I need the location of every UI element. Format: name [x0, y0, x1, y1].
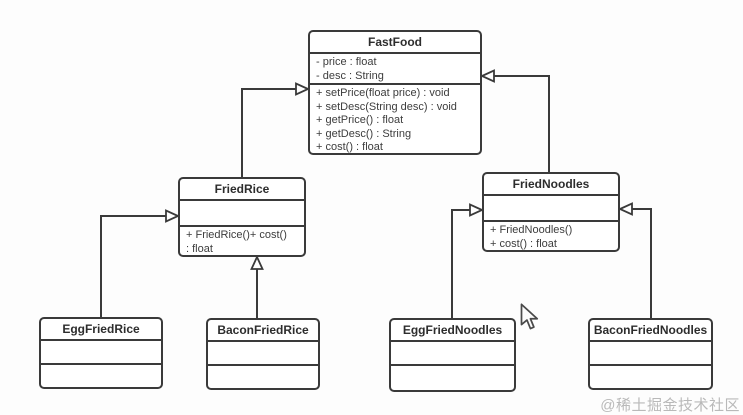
methods-compartment [590, 366, 711, 388]
attribute: - desc : String [316, 69, 384, 82]
methods-compartment [208, 366, 318, 388]
watermark-text: @稀土掘金技术社区 [600, 397, 740, 414]
mouse-cursor-icon [520, 303, 539, 330]
connector-friednoodles-fastfood [494, 75, 550, 173]
class-box-fastfood[interactable]: FastFood - price : float - desc : String… [308, 30, 482, 155]
class-name: FriedNoodles [484, 174, 618, 196]
method: + setDesc(String desc) : void [316, 100, 457, 113]
attributes-compartment [391, 342, 514, 366]
attributes-compartment [208, 342, 318, 366]
method: + cost() : float [490, 237, 557, 250]
method: + getDesc() : String [316, 127, 412, 140]
methods-compartment: + FriedNoodles() + cost() : float [484, 222, 618, 250]
method: : float [186, 242, 213, 255]
attributes-compartment: - price : float - desc : String [310, 54, 480, 85]
attribute: - price : float [316, 56, 377, 68]
method: + setPrice(float price) : void [316, 87, 450, 99]
class-name: BaconFriedRice [208, 320, 318, 342]
class-name: FastFood [310, 32, 480, 54]
class-box-friednoodles[interactable]: FriedNoodles + FriedNoodles() + cost() :… [482, 172, 620, 252]
attributes-compartment [590, 342, 711, 366]
connector-eggfriednoodles-friednoodles [451, 209, 470, 319]
generalization-arrow-icon [165, 209, 181, 223]
attributes-compartment [484, 196, 618, 222]
generalization-arrow-icon [295, 82, 311, 96]
connector-eggfriedrice-friedrice [100, 215, 166, 318]
method: + getPrice() : float [316, 114, 404, 126]
class-name: FriedRice [180, 179, 304, 201]
generalization-arrow-icon [469, 203, 485, 217]
method: + FriedNoodles() [490, 224, 573, 236]
methods-compartment [391, 366, 514, 390]
class-name: EggFriedRice [41, 319, 161, 341]
methods-compartment: + setPrice(float price) : void + setDesc… [310, 85, 480, 153]
generalization-arrow-icon [617, 202, 633, 216]
attributes-compartment [180, 201, 304, 227]
method: + FriedRice()+ cost() [186, 229, 287, 241]
method: + cost() : float [316, 141, 383, 153]
attributes-compartment [41, 341, 161, 365]
connector-baconfriednoodles-friednoodles [632, 208, 652, 319]
generalization-arrow-icon [479, 69, 495, 83]
connector-friedrice-fastfood [241, 88, 296, 178]
methods-compartment: + FriedRice()+ cost() : float [180, 227, 304, 255]
class-box-eggfriedrice[interactable]: EggFriedRice [39, 317, 163, 389]
class-name: BaconFriedNoodles [590, 320, 711, 342]
methods-compartment [41, 365, 161, 387]
class-box-eggfriednoodles[interactable]: EggFriedNoodles [389, 318, 516, 392]
class-box-baconfriedrice[interactable]: BaconFriedRice [206, 318, 320, 390]
class-box-friedrice[interactable]: FriedRice + FriedRice()+ cost() : float [178, 177, 306, 257]
generalization-arrow-icon [250, 254, 264, 270]
class-name: EggFriedNoodles [391, 320, 514, 342]
class-box-baconfriednoodles[interactable]: BaconFriedNoodles [588, 318, 713, 390]
